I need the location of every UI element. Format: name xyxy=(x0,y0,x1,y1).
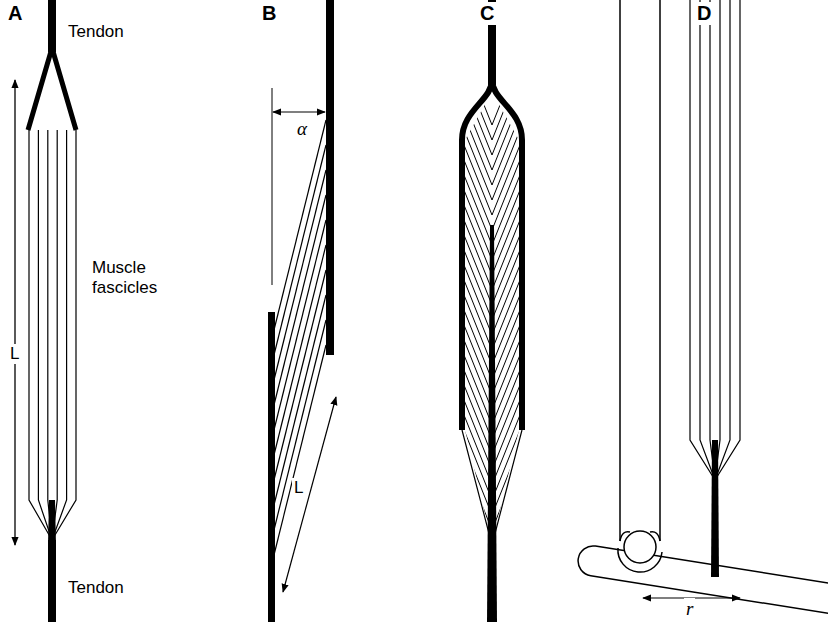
fascicle xyxy=(492,230,522,305)
length-label: L xyxy=(8,344,21,364)
fascicle xyxy=(462,350,492,425)
bipennate-muscle xyxy=(462,0,522,622)
fascicle xyxy=(492,305,522,380)
fascicle xyxy=(462,230,492,305)
fascicle xyxy=(492,170,522,245)
fascicle xyxy=(715,0,740,480)
fascicles xyxy=(274,120,326,555)
fascicle xyxy=(492,140,522,215)
fascicle xyxy=(492,320,522,395)
fascicle xyxy=(492,215,522,290)
fascicle xyxy=(492,125,522,200)
angle-label: α xyxy=(295,118,309,140)
fascicle xyxy=(462,395,492,470)
fascicle xyxy=(492,365,522,440)
length-label: L xyxy=(292,478,305,498)
fascicle xyxy=(462,320,492,395)
fascicle xyxy=(492,260,522,335)
central-tendon xyxy=(487,225,497,622)
length-arrow xyxy=(283,397,336,592)
fascicle xyxy=(48,130,52,540)
fascicle xyxy=(462,125,492,200)
reference-line xyxy=(272,88,273,285)
fascicle xyxy=(492,350,522,425)
fascicle xyxy=(38,130,52,540)
fascicle xyxy=(492,335,522,410)
fascicle xyxy=(492,485,522,560)
lower-bone xyxy=(576,544,828,622)
fascicle xyxy=(52,130,76,540)
panel-letter: C xyxy=(478,2,496,25)
fascicle xyxy=(492,380,522,455)
bone-outline xyxy=(659,0,661,541)
fascicle xyxy=(492,395,522,470)
fascicle xyxy=(492,440,522,515)
fascicle xyxy=(492,275,522,350)
tendon xyxy=(48,0,56,52)
fascicle xyxy=(274,320,326,530)
panel-letter: B xyxy=(260,2,278,25)
fascicle xyxy=(462,440,492,515)
fascicle xyxy=(462,365,492,440)
fascicle xyxy=(462,245,492,320)
fascicle xyxy=(274,345,326,555)
fascicle xyxy=(462,170,492,245)
fascicle xyxy=(492,470,522,545)
panel-letter: D xyxy=(695,2,713,25)
length-arrow xyxy=(14,80,15,545)
unipennate-muscle xyxy=(268,0,336,622)
fascicle xyxy=(462,485,492,560)
fascicle xyxy=(715,0,720,480)
panel-letter: A xyxy=(6,2,24,25)
fascicle xyxy=(462,155,492,230)
fascicle xyxy=(492,455,522,530)
fascicle xyxy=(462,185,492,260)
bone-outline xyxy=(619,0,621,541)
fascicle xyxy=(462,200,492,275)
moment-arm-label: r xyxy=(684,598,695,620)
fascicle xyxy=(462,455,492,530)
joint-moment-arm xyxy=(576,0,828,622)
fascicle xyxy=(700,0,715,480)
tendon-label: Tendon xyxy=(66,578,126,598)
aponeurosis xyxy=(326,0,334,355)
fascicle xyxy=(492,290,522,365)
angle-arrow xyxy=(273,111,325,112)
fascicle xyxy=(462,470,492,545)
tendon-split xyxy=(28,48,76,130)
fascicle xyxy=(492,185,522,260)
parallel-muscle xyxy=(15,0,76,622)
bone-head xyxy=(624,531,656,563)
fascicle xyxy=(710,0,715,480)
fascicle xyxy=(462,380,492,455)
tendon xyxy=(711,440,719,577)
fascicle xyxy=(492,245,522,320)
fascicle-label: Muscle fascicles xyxy=(90,258,178,297)
fascicle xyxy=(462,215,492,290)
fascicle xyxy=(274,295,326,505)
fascicle xyxy=(492,155,522,230)
fascicle xyxy=(462,335,492,410)
fascicle xyxy=(462,275,492,350)
fascicle xyxy=(462,305,492,380)
fascicle xyxy=(29,130,52,540)
fascicle xyxy=(52,130,67,540)
fascicles xyxy=(690,0,740,480)
fascicle xyxy=(52,130,57,540)
tendon-wedge xyxy=(48,500,56,545)
fascicle xyxy=(462,140,492,215)
tendon xyxy=(48,540,56,622)
tendon-label: Tendon xyxy=(66,22,126,42)
fascicle xyxy=(492,200,522,275)
fascicle xyxy=(462,260,492,335)
fascicle xyxy=(462,290,492,365)
fascicles xyxy=(29,130,76,540)
fascicle xyxy=(690,0,715,480)
aponeurosis xyxy=(268,312,275,622)
fascicle xyxy=(715,0,730,480)
